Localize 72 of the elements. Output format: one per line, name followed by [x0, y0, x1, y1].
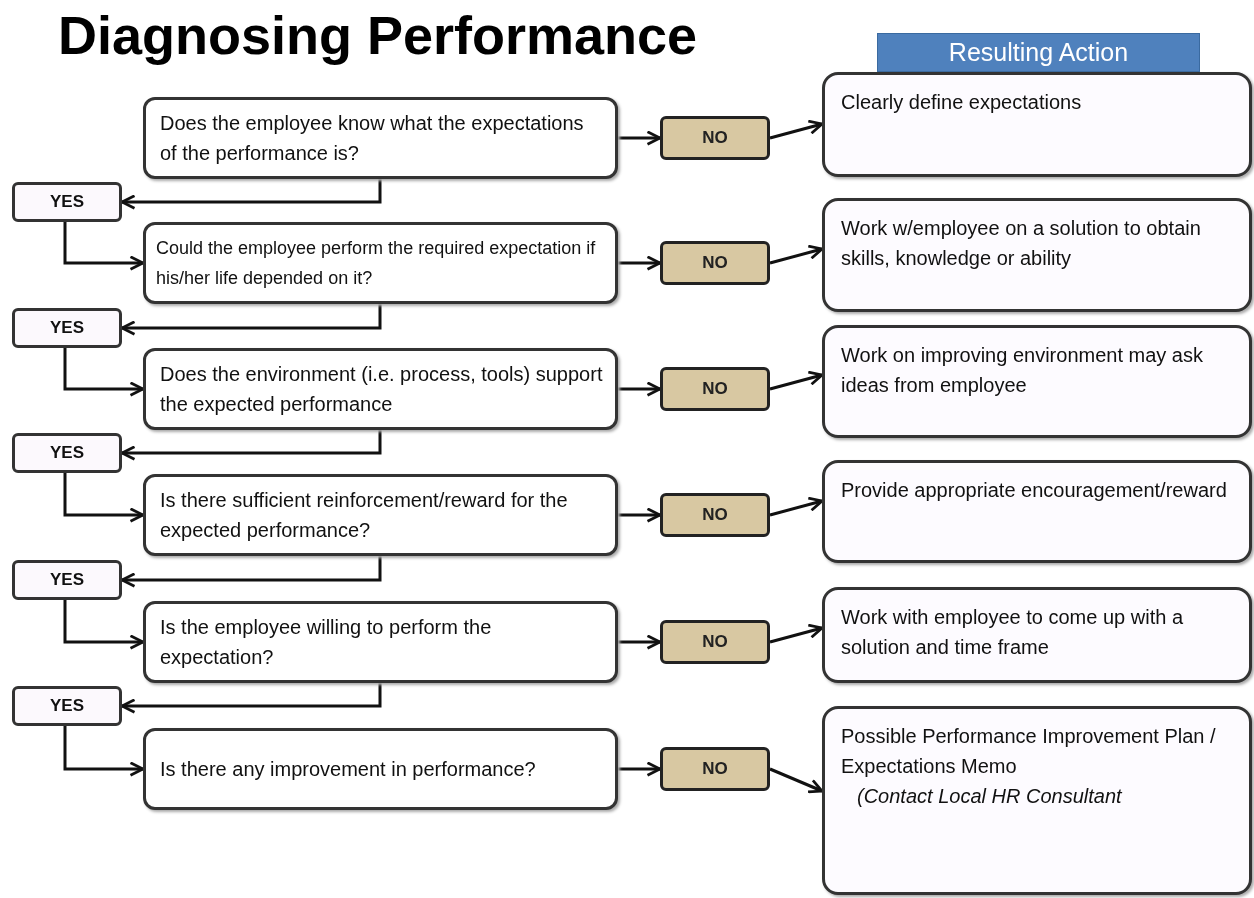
node-text: YES [50, 318, 84, 338]
arrow [618, 634, 662, 650]
action-box [822, 460, 1252, 563]
node-text: Does the environment (i.e. process, tools) support the expected performance [160, 362, 604, 417]
question-box [143, 601, 618, 683]
action-box [822, 587, 1252, 683]
node-text: YES [50, 443, 84, 463]
node-text: Could the employee perform the required expectation if his/her life depended on it? [156, 237, 597, 290]
node-text: Work on improving environment may ask ideas from employee [841, 343, 1204, 398]
node-text: Provide appropriate encouragement/reward [841, 478, 1228, 503]
no-box [660, 367, 770, 411]
node-text: NO [702, 253, 728, 273]
no-box [660, 747, 770, 791]
node-text: Is there any improvement in performance? [160, 757, 537, 782]
question-box [143, 728, 618, 810]
action-box [822, 72, 1252, 177]
node-text: NO [702, 505, 728, 525]
yes-box [12, 308, 122, 348]
node-text: Clearly define expectations [841, 90, 1083, 115]
title: Diagnosing Performance [58, 4, 698, 66]
arrow [769, 496, 824, 517]
question-box [143, 222, 618, 304]
arrow [618, 507, 662, 523]
question-box [143, 348, 618, 430]
yes-box [12, 433, 122, 473]
no-box [660, 493, 770, 537]
node-text: NO [702, 759, 728, 779]
node-text: Is the employee willing to perform the expectation? [160, 615, 493, 670]
arrow [63, 348, 145, 397]
column-header [877, 33, 1200, 72]
arrow [769, 244, 824, 265]
arrow [618, 761, 662, 777]
yes-box [12, 560, 122, 600]
arrow [618, 130, 662, 146]
node-text: Work with employee to come up with a solution and time frame [841, 605, 1184, 660]
arrow [120, 556, 382, 588]
node-text: YES [50, 696, 84, 716]
note-text: (Contact Local HR Consultant [856, 784, 1123, 809]
no-box [660, 620, 770, 664]
node-text: Work w/employee on a solution to obtain skills, knowledge or ability [841, 216, 1202, 271]
node-text: YES [50, 192, 84, 212]
arrow [618, 381, 662, 397]
arrow [120, 304, 382, 336]
yes-box [12, 686, 122, 726]
no-box [660, 241, 770, 285]
arrow [63, 222, 145, 271]
no-box [660, 116, 770, 160]
question-box [143, 97, 618, 179]
arrow [63, 473, 145, 523]
node-text: Possible Performance Improvement Plan / Expectations Memo [841, 724, 1217, 779]
node-text: NO [702, 379, 728, 399]
arrow [769, 623, 824, 644]
arrow [769, 119, 824, 140]
action-box [822, 325, 1252, 438]
node-text: Does the employee know what the expectations of the performance is? [160, 111, 585, 166]
arrow [63, 726, 145, 777]
node-text: NO [702, 632, 728, 652]
node-text: YES [50, 570, 84, 590]
yes-box [12, 182, 122, 222]
arrow [120, 430, 382, 461]
arrow [618, 255, 662, 271]
action-box [822, 198, 1252, 312]
arrow [769, 370, 824, 391]
node-text: Is there sufficient reinforcement/reward for the expected performance? [160, 488, 569, 543]
action-box [822, 706, 1252, 895]
question-box [143, 474, 618, 556]
arrow [63, 600, 145, 650]
node-text: Resulting Action [948, 38, 1129, 67]
node-text: NO [702, 128, 728, 148]
arrow [120, 179, 382, 210]
arrow [120, 683, 382, 714]
arrow [769, 767, 824, 794]
